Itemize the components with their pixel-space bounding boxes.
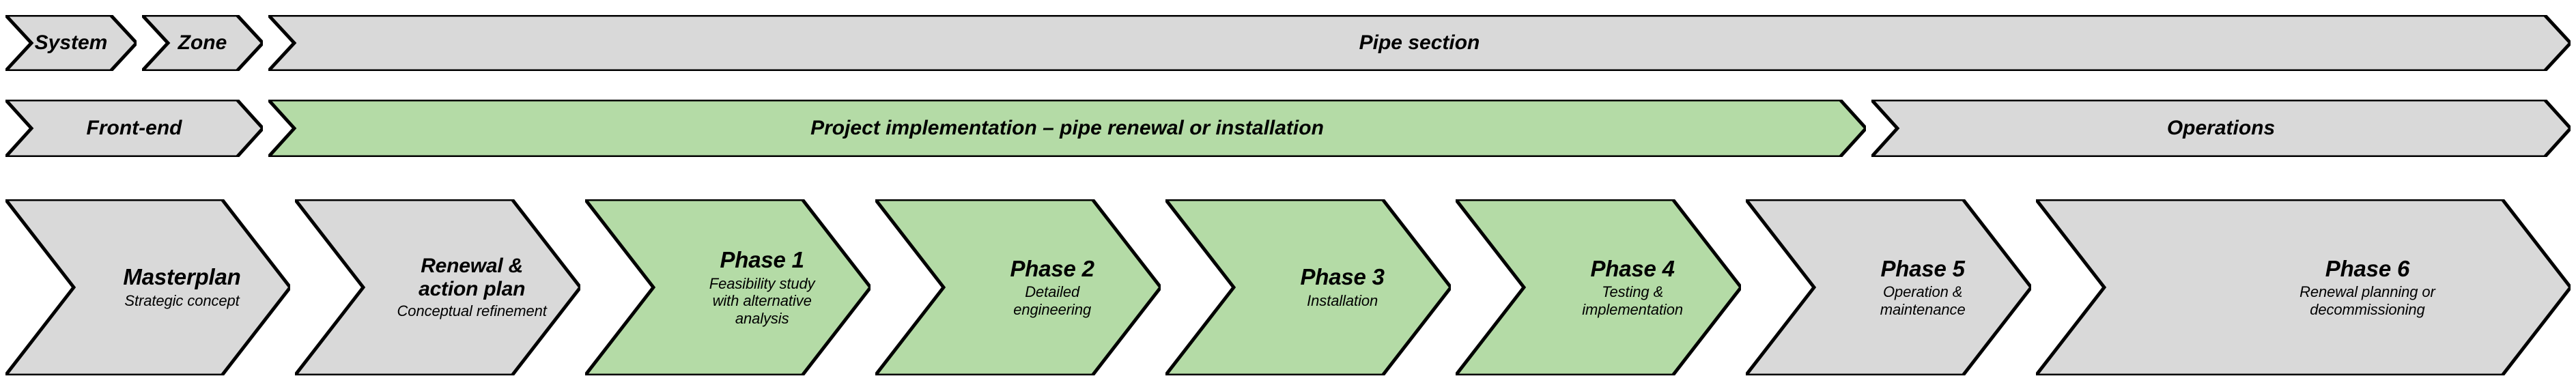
scope-chevron-3[interactable]: Pipe section (268, 15, 2571, 71)
stage-chevron-2[interactable]: Project implementation – pipe renewal or… (268, 100, 1866, 157)
stage-chevron-label: Operations (2166, 116, 2276, 139)
scope-chevron-label: Pipe section (1359, 31, 1480, 54)
scope-chevron-label: System (34, 31, 108, 54)
phase-chevron-subtitle: Testing &implementation (1582, 283, 1684, 318)
phase-chevron-subtitle: Strategic concept (124, 292, 240, 310)
stage-row: Front-end Project implementation – pipe … (0, 100, 2576, 157)
phase-chevron-title: Phase 6 (2325, 255, 2410, 281)
phase-chevron-subtitle: Operation &maintenance (1880, 283, 1966, 318)
phase-chevron-title: Phase 4 (1590, 255, 1675, 281)
phase-chevron-title: Phase 2 (1010, 255, 1094, 281)
scope-chevron-1[interactable]: System (5, 15, 137, 71)
scope-chevron-label: Zone (178, 31, 227, 54)
stage-chevron-1[interactable]: Front-end (5, 100, 263, 157)
phase-chevron-title: Phase 1 (720, 246, 804, 272)
phase-chevron-title: Masterplan (123, 264, 241, 290)
phase-chevron-text: Phase 3 Installation (1237, 264, 1448, 310)
phase-chevron-5[interactable]: Phase 3 Installation (1165, 199, 1451, 375)
scope-chevron-2[interactable]: Zone (142, 15, 263, 71)
phase-chevron-title: Phase 5 (1880, 255, 1965, 281)
phase-chevron-subtitle: Installation (1307, 292, 1378, 310)
stage-chevron-3[interactable]: Operations (1871, 100, 2571, 157)
scope-row: System Zone Pipe section (0, 15, 2576, 71)
phase-chevron-title: Renewal &action plan (419, 255, 526, 300)
stage-chevron-label: Project implementation – pipe renewal or… (810, 116, 1324, 139)
phase-chevron-title: Phase 3 (1300, 264, 1385, 290)
stage-chevron-label: Front-end (86, 116, 182, 139)
phase-chevron-subtitle: Conceptual refinement (397, 302, 547, 320)
